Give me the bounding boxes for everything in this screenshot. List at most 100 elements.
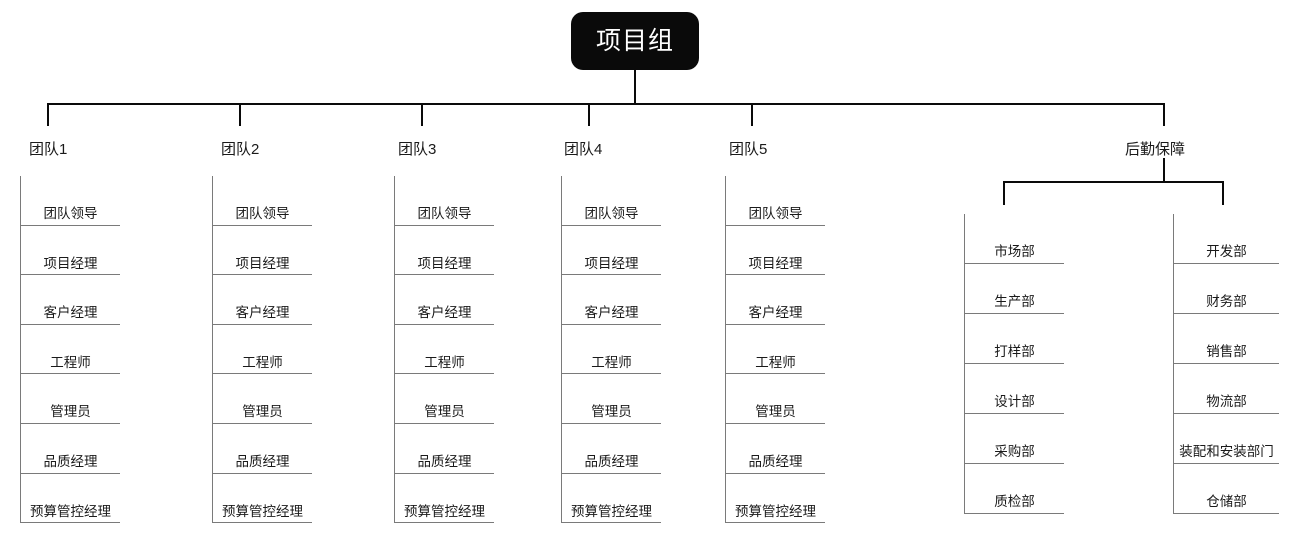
list-item[interactable]: 预算管控经理 [21, 474, 120, 524]
team-column-5: 团队领导 项目经理 客户经理 工程师 管理员 品质经理 预算管控经理 [725, 176, 825, 524]
department-label: 装配和安装部门 [1179, 444, 1274, 460]
role-label: 工程师 [50, 354, 91, 370]
branch-label-team-3[interactable]: 团队3 [398, 141, 437, 158]
list-item[interactable]: 工程师 [562, 325, 661, 375]
list-item[interactable]: 预算管控经理 [213, 474, 312, 524]
root-node-project-group[interactable]: 项目组 [571, 12, 699, 70]
list-item[interactable]: 生产部 [965, 264, 1064, 314]
list-item[interactable]: 管理员 [726, 374, 825, 424]
list-item[interactable]: 管理员 [21, 374, 120, 424]
role-label: 项目经理 [748, 255, 803, 271]
role-label: 团队领导 [43, 206, 98, 222]
list-item[interactable]: 项目经理 [395, 226, 494, 276]
list-item[interactable]: 设计部 [965, 364, 1064, 414]
list-item[interactable]: 客户经理 [562, 275, 661, 325]
list-item[interactable]: 团队领导 [395, 176, 494, 226]
branch-label-team-4[interactable]: 团队4 [564, 141, 603, 158]
role-label: 工程师 [242, 354, 283, 370]
role-label: 品质经理 [748, 454, 803, 470]
list-item[interactable]: 工程师 [213, 325, 312, 375]
branch-label-team-2[interactable]: 团队2 [221, 141, 260, 158]
logistics-drop-connector-right [1222, 181, 1224, 205]
role-label: 项目经理 [584, 255, 639, 271]
role-label: 品质经理 [235, 454, 290, 470]
team-column-3: 团队领导 项目经理 客户经理 工程师 管理员 品质经理 预算管控经理 [394, 176, 494, 524]
list-item[interactable]: 团队领导 [562, 176, 661, 226]
department-label: 开发部 [1206, 244, 1247, 260]
branch-label-team-1[interactable]: 团队1 [29, 141, 68, 158]
role-label: 团队领导 [748, 206, 803, 222]
list-item[interactable]: 客户经理 [213, 275, 312, 325]
role-label: 品质经理 [584, 454, 639, 470]
list-item[interactable]: 预算管控经理 [395, 474, 494, 524]
list-item[interactable]: 管理员 [395, 374, 494, 424]
root-node-label: 项目组 [595, 26, 674, 55]
list-item[interactable]: 项目经理 [562, 226, 661, 276]
list-item[interactable]: 客户经理 [21, 275, 120, 325]
list-item[interactable]: 装配和安装部门 [1174, 414, 1279, 464]
list-item[interactable]: 团队领导 [213, 176, 312, 226]
list-item[interactable]: 仓储部 [1174, 464, 1279, 514]
role-label: 客户经理 [584, 305, 639, 321]
branch-drop-connector-6 [1163, 103, 1165, 126]
list-item[interactable]: 工程师 [395, 325, 494, 375]
list-item[interactable]: 客户经理 [395, 275, 494, 325]
role-label: 客户经理 [235, 305, 290, 321]
logistics-split-connector [1003, 181, 1224, 183]
list-item[interactable]: 管理员 [562, 374, 661, 424]
branch-label-logistics[interactable]: 后勤保障 [1125, 141, 1186, 158]
list-item[interactable]: 品质经理 [562, 424, 661, 474]
team-column-2: 团队领导 项目经理 客户经理 工程师 管理员 品质经理 预算管控经理 [212, 176, 312, 524]
list-item[interactable]: 团队领导 [21, 176, 120, 226]
role-label: 管理员 [242, 404, 283, 420]
list-item[interactable]: 工程师 [21, 325, 120, 375]
list-item[interactable]: 销售部 [1174, 314, 1279, 364]
list-item[interactable]: 团队领导 [726, 176, 825, 226]
list-item[interactable]: 项目经理 [726, 226, 825, 276]
role-label: 工程师 [755, 354, 796, 370]
list-item[interactable]: 管理员 [213, 374, 312, 424]
role-label: 管理员 [50, 404, 91, 420]
department-label: 打样部 [994, 344, 1035, 360]
list-item[interactable]: 市场部 [965, 214, 1064, 264]
role-label: 管理员 [755, 404, 796, 420]
role-label: 预算管控经理 [735, 503, 816, 519]
department-label: 生产部 [994, 294, 1035, 310]
list-item[interactable]: 质检部 [965, 464, 1064, 514]
list-item[interactable]: 采购部 [965, 414, 1064, 464]
role-label: 工程师 [591, 354, 632, 370]
list-item[interactable]: 品质经理 [213, 424, 312, 474]
role-label: 管理员 [591, 404, 632, 420]
role-label: 品质经理 [417, 454, 472, 470]
list-item[interactable]: 开发部 [1174, 214, 1279, 264]
list-item[interactable]: 物流部 [1174, 364, 1279, 414]
role-label: 团队领导 [235, 206, 290, 222]
list-item[interactable]: 工程师 [726, 325, 825, 375]
list-item[interactable]: 打样部 [965, 314, 1064, 364]
role-label: 客户经理 [748, 305, 803, 321]
list-item[interactable]: 品质经理 [21, 424, 120, 474]
role-label: 团队领导 [417, 206, 472, 222]
list-item[interactable]: 项目经理 [213, 226, 312, 276]
role-label: 预算管控经理 [404, 503, 485, 519]
list-item[interactable]: 预算管控经理 [562, 474, 661, 524]
list-item[interactable]: 预算管控经理 [726, 474, 825, 524]
department-label: 销售部 [1206, 344, 1247, 360]
role-label: 项目经理 [235, 255, 290, 271]
role-label: 管理员 [424, 404, 465, 420]
role-label: 团队领导 [584, 206, 639, 222]
logistics-stem-connector [1163, 158, 1165, 182]
list-item[interactable]: 品质经理 [726, 424, 825, 474]
branch-label-team-5[interactable]: 团队5 [729, 141, 768, 158]
list-item[interactable]: 客户经理 [726, 275, 825, 325]
team-column-1: 团队领导 项目经理 客户经理 工程师 管理员 品质经理 预算管控经理 [20, 176, 120, 524]
list-item[interactable]: 财务部 [1174, 264, 1279, 314]
department-label: 财务部 [1206, 294, 1247, 310]
branch-drop-connector-2 [239, 103, 241, 126]
branch-drop-connector-1 [47, 103, 49, 126]
list-item[interactable]: 品质经理 [395, 424, 494, 474]
list-item[interactable]: 项目经理 [21, 226, 120, 276]
department-label: 市场部 [994, 244, 1035, 260]
team-column-4: 团队领导 项目经理 客户经理 工程师 管理员 品质经理 预算管控经理 [561, 176, 661, 524]
